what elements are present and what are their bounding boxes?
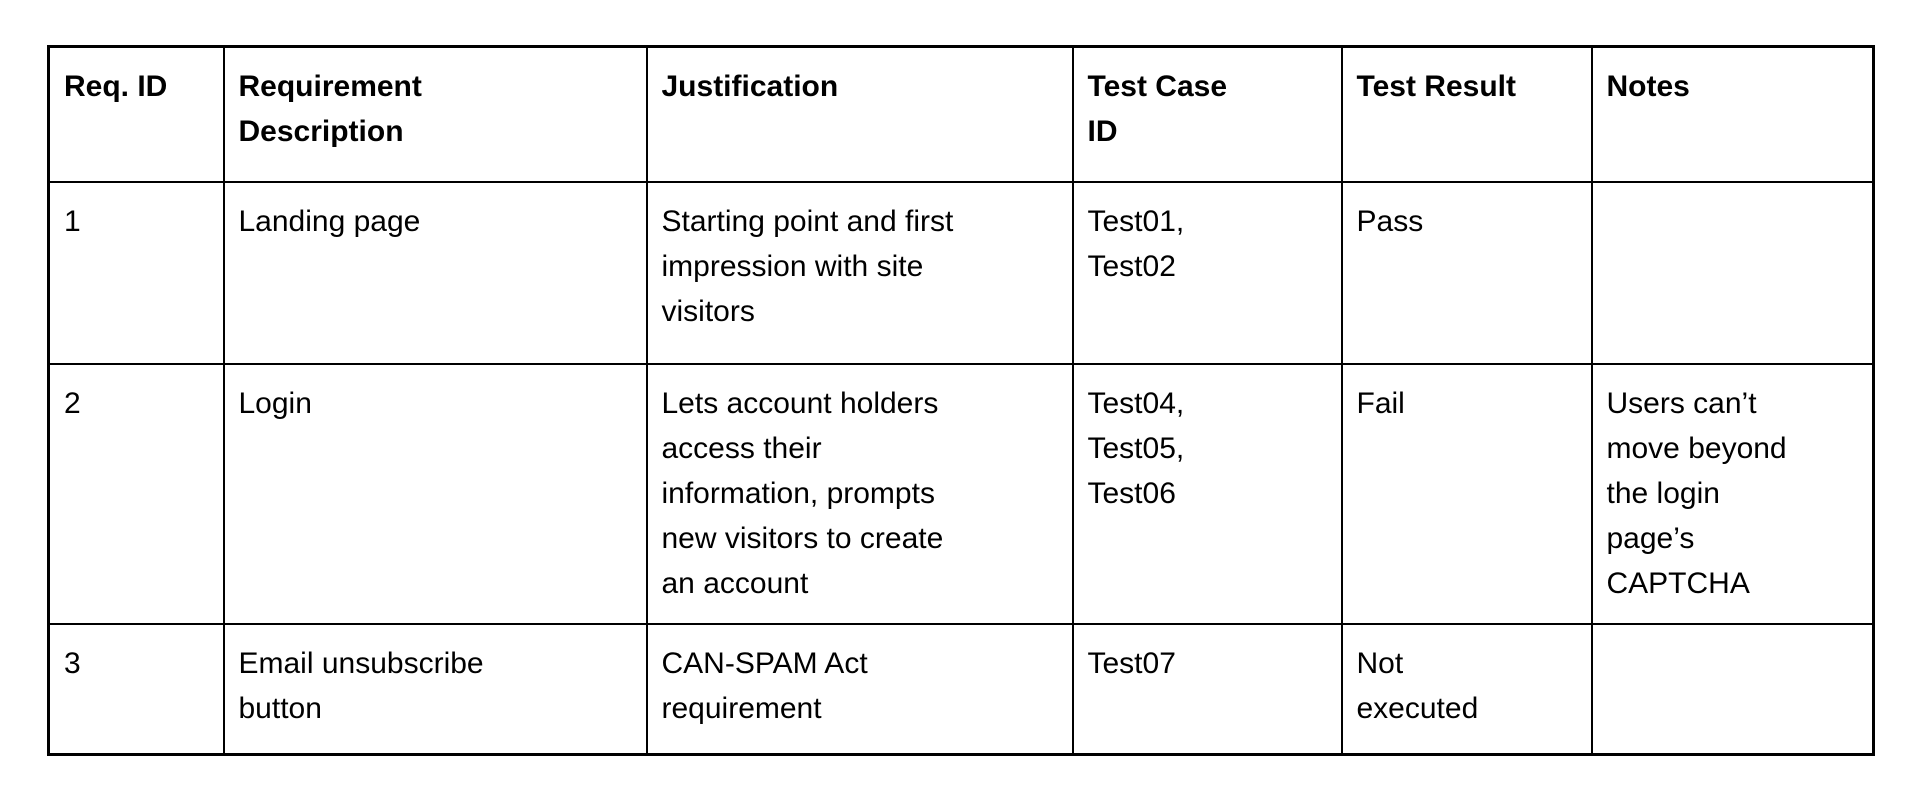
requirements-traceability-table: Req. ID Requirement Description Justific… [47,45,1875,756]
cell-justification: Starting point and first impression with… [645,180,1074,365]
cell-notes [1590,622,1875,756]
table-row: 3 Email unsubscribe button CAN-SPAM Act … [47,622,1875,756]
cell-req-id: 2 [47,362,225,625]
cell-justification: Lets account holders access their inform… [645,362,1074,625]
header-cell-test-case-id: Test Case ID [1071,45,1343,183]
header-cell-notes: Notes [1590,45,1875,183]
cell-notes: Users can’t move beyond the login page’s… [1590,362,1875,625]
table-row: 2 Login Lets account holders access thei… [47,362,1875,625]
table-row: 1 Landing page Starting point and first … [47,180,1875,365]
header-cell-justification: Justification [645,45,1074,183]
cell-test-case-id: Test04, Test05, Test06 [1071,362,1343,625]
table-header-row: Req. ID Requirement Description Justific… [47,45,1875,183]
cell-test-case-id: Test01, Test02 [1071,180,1343,365]
cell-notes [1590,180,1875,365]
cell-req-id: 3 [47,622,225,756]
cell-test-result: Pass [1340,180,1593,365]
cell-justification: CAN-SPAM Act requirement [645,622,1074,756]
cell-test-case-id: Test07 [1071,622,1343,756]
cell-description: Email unsubscribe button [222,622,648,756]
cell-test-result: Fail [1340,362,1593,625]
cell-description: Landing page [222,180,648,365]
header-cell-test-result: Test Result [1340,45,1593,183]
cell-test-result: Not executed [1340,622,1593,756]
cell-description: Login [222,362,648,625]
header-cell-description: Requirement Description [222,45,648,183]
header-cell-req-id: Req. ID [47,45,225,183]
cell-req-id: 1 [47,180,225,365]
